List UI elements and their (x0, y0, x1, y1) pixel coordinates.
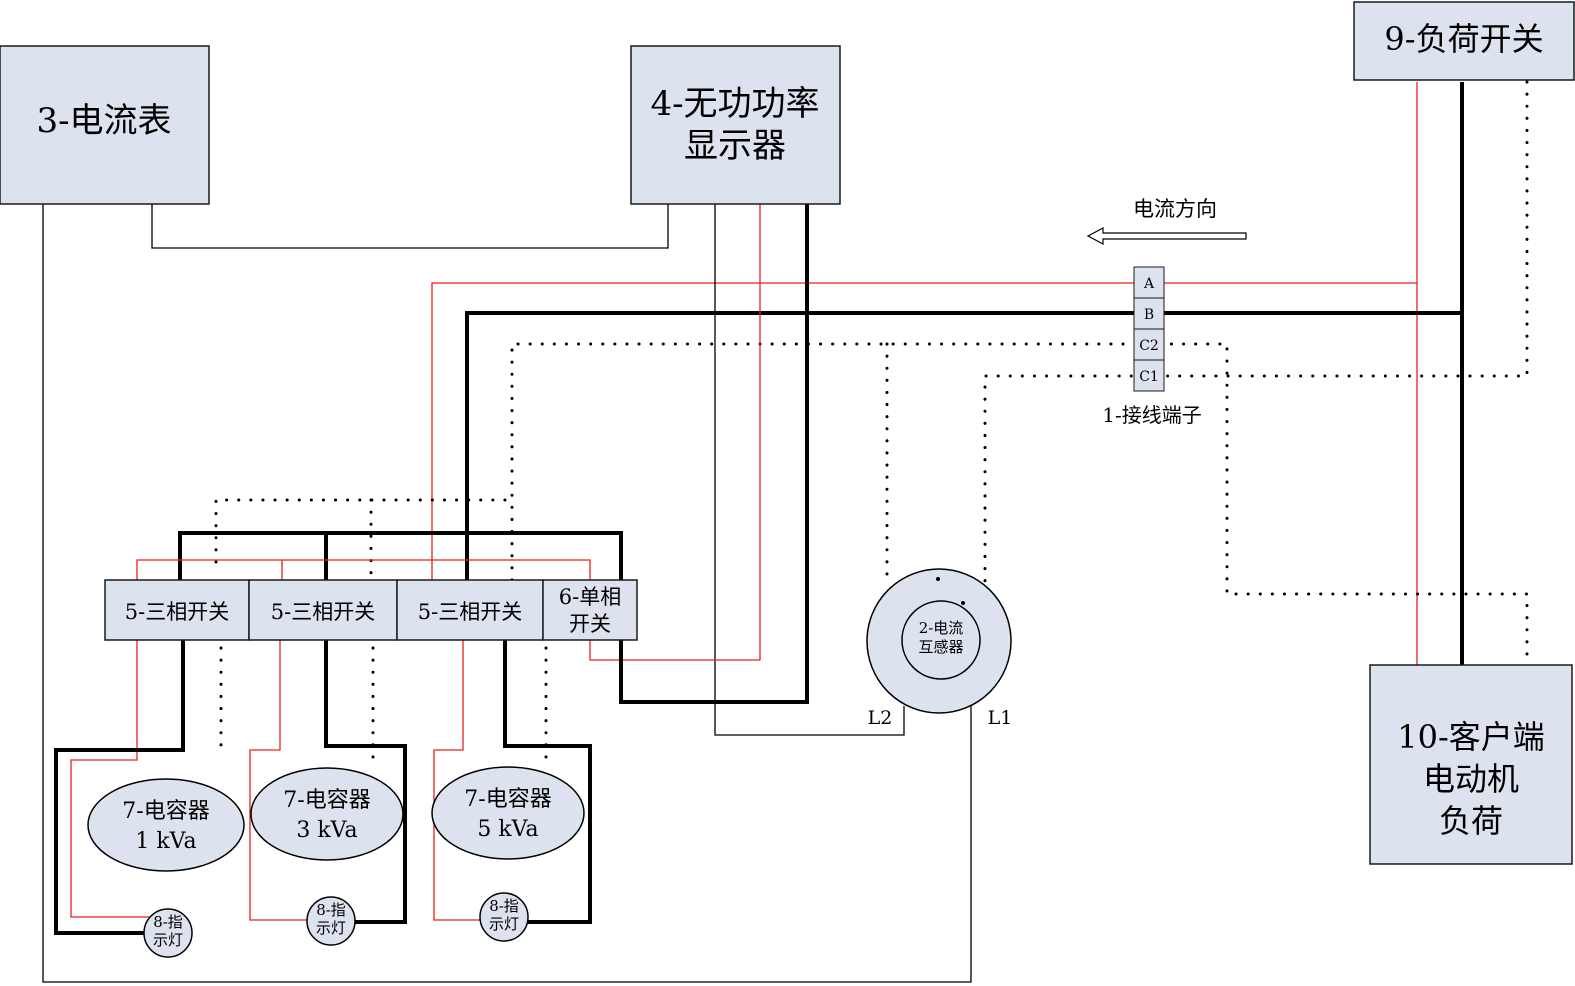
lamp-3-label-2: 示灯 (489, 915, 519, 933)
capacitor-2-name: 7-电容器 (283, 788, 370, 813)
reactive-display-label-1: 4-无功功率 (650, 84, 819, 124)
display-red-wire (589, 204, 761, 661)
capacitor-2: 7-电容器 3 kVa (250, 767, 404, 861)
single-phase-switch-label-1: 6-单相 (559, 585, 621, 609)
terminal-c1 (1133, 359, 1165, 392)
capacitor-3-rating: 5 kVa (477, 817, 538, 842)
indicator-lamp-3: 8-指 示灯 (479, 892, 529, 942)
ammeter-label: 3-电流表 (36, 101, 171, 141)
wires (42, 80, 1529, 983)
three-phase-switch-1-label: 5-三相开关 (125, 600, 229, 624)
display-black-wire (619, 204, 809, 704)
terminal-b-label: B (1144, 307, 1154, 323)
reactive-display-box: 4-无功功率 显示器 (630, 45, 841, 205)
terminal-a-label: A (1143, 276, 1155, 292)
terminal-c2-label: C2 (1139, 338, 1159, 354)
ct-lead-l1: L1 (988, 707, 1013, 729)
client-motor-box: 10-客户端 电动机 负荷 (1369, 664, 1573, 865)
switch-row: 5-三相开关 5-三相开关 5-三相开关 6-单相 开关 (104, 579, 638, 641)
terminal-a (1133, 266, 1165, 299)
capacitor-2-rating: 3 kVa (296, 818, 357, 843)
capacitor-3: 7-电容器 5 kVa (431, 766, 585, 860)
capacitor-1-name: 7-电容器 (122, 799, 209, 824)
single-phase-switch (542, 579, 638, 641)
single-phase-switch-label-2: 开关 (569, 612, 611, 636)
ammeter-loop-wire (42, 204, 972, 983)
lamp-1-label-1: 8-指 (153, 913, 183, 931)
phase-c1-wire (983, 80, 1529, 590)
lamp-3-label-1: 8-指 (489, 897, 519, 915)
lamp-2-label-1: 8-指 (316, 901, 346, 919)
load-switch-box: 9-负荷开关 (1353, 1, 1575, 81)
switch-black-bus (178, 531, 623, 580)
capacitor-1-rating: 1 kVa (135, 829, 196, 854)
terminal-block: A B C2 C1 1-接线端子 (1102, 266, 1202, 427)
load-switch-label: 9-负荷开关 (1384, 20, 1543, 58)
indicator-lamp-2: 8-指 示灯 (306, 896, 356, 946)
switch-red-bus (136, 559, 591, 580)
three-phase-switch-1 (104, 579, 250, 641)
phase-c2-wire (510, 342, 1529, 667)
client-motor-label-3: 负荷 (1439, 802, 1503, 840)
switch-dotted-bus (214, 498, 514, 564)
terminal-block-label: 1-接线端子 (1102, 403, 1201, 427)
lamp-2-label-2: 示灯 (316, 919, 346, 937)
cap1-black-wire (54, 640, 185, 935)
indicator-lamp-1: 8-指 示灯 (143, 908, 193, 958)
ammeter-box: 3-电流表 (0, 45, 210, 205)
current-direction-arrow (1086, 227, 1247, 245)
ammeter-signal-wire (151, 204, 669, 249)
three-phase-switch-3 (396, 579, 544, 641)
capacitor-3-name: 7-电容器 (464, 787, 551, 812)
terminal-c1-label: C1 (1139, 369, 1159, 385)
client-motor-label-1: 10-客户端 (1397, 718, 1545, 756)
phase-a-main-wire (431, 282, 1417, 580)
ct-lead-l2: L2 (868, 707, 893, 729)
client-motor-label-2: 电动机 (1423, 760, 1519, 798)
cap1-red-wire (70, 640, 150, 918)
capacitor-1: 7-电容器 1 kVa (87, 778, 245, 872)
terminal-b (1133, 297, 1165, 330)
cap3-red-wire (433, 640, 486, 921)
cap2-black-wire (324, 640, 407, 924)
current-direction-label: 电流方向 (1133, 197, 1217, 221)
ct-label-1: 2-电流 (919, 619, 964, 637)
cap2-red-wire (249, 640, 312, 921)
current-transformer: 2-电流 互感器 L2 L1 (866, 568, 1013, 729)
phase-b-main-wire (465, 311, 1462, 580)
display-ct-wire (714, 204, 905, 736)
three-phase-switch-2-label: 5-三相开关 (271, 600, 375, 624)
ct-label-2: 互感器 (918, 638, 963, 656)
reactive-display-label-2: 显示器 (684, 126, 786, 166)
cap3-black-wire (503, 640, 592, 924)
terminal-c2 (1133, 328, 1165, 361)
three-phase-switch-3-label: 5-三相开关 (418, 600, 522, 624)
lamp-1-label-2: 示灯 (153, 931, 183, 949)
